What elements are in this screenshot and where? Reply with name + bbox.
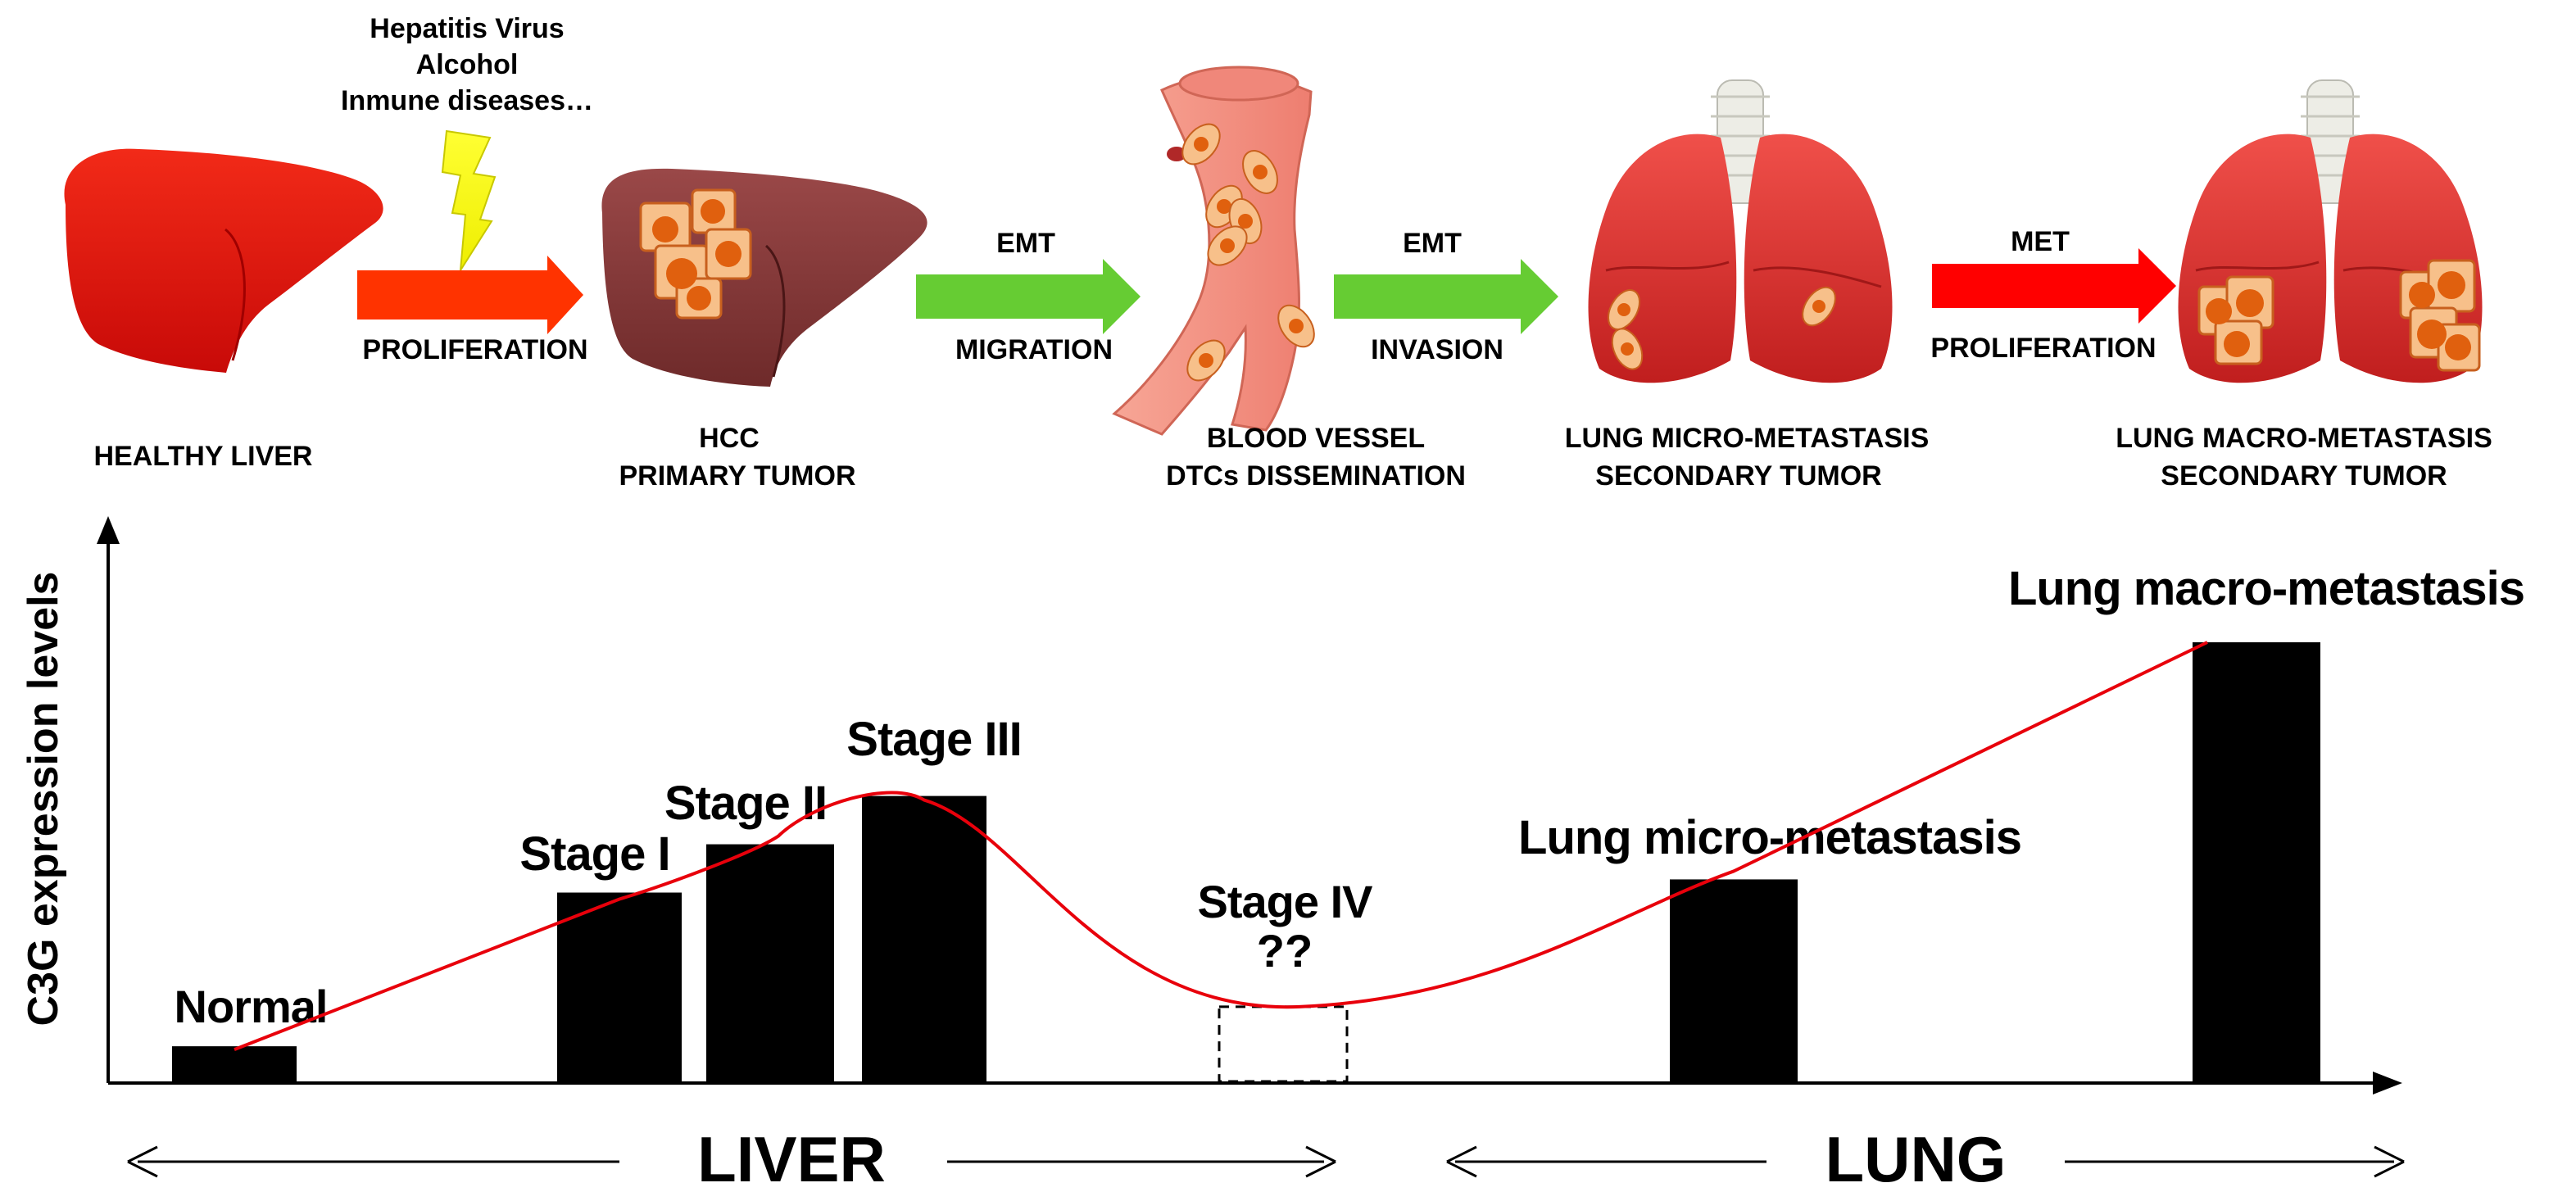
chart-bars <box>172 642 2320 1083</box>
stage-label-macro-2: SECONDARY TUMOR <box>2161 460 2447 492</box>
lightning-bolt-icon <box>441 129 497 271</box>
transition-3-bottom: INVASION <box>1371 334 1503 365</box>
region-liver-label: LIVER <box>697 1123 886 1195</box>
bar-label-4: Stage IV <box>1198 876 1373 927</box>
healthy-liver-icon <box>64 148 383 373</box>
arrow-shape <box>357 256 583 334</box>
stage-label-hcc-1: HCC <box>699 423 760 454</box>
macro-tumor-left <box>2197 275 2274 365</box>
bar-4 <box>1218 1005 1349 1083</box>
bar-label-1: Stage I <box>519 827 669 881</box>
bar-label-3: Stage III <box>846 713 1021 766</box>
blood-vessel-icon <box>1112 66 1315 436</box>
bar-label-0: Normal <box>175 981 328 1032</box>
bar-label-6: Lung macro-metastasis <box>2008 562 2524 615</box>
bar-label-5: Lung micro-metastasis <box>1518 811 2021 864</box>
met-arrow <box>1932 248 2176 324</box>
invasion-arrow <box>1334 259 1558 334</box>
risk-factor-3: Inmune diseases… <box>341 85 593 116</box>
risk-factor-2: Alcohol <box>416 49 519 80</box>
lungs-macro-metastasis-icon <box>2178 79 2483 383</box>
stage-label-vessel-2: DTCs DISSEMINATION <box>1166 460 1466 492</box>
stage-label-micro-2: SECONDARY TUMOR <box>1595 460 1881 492</box>
liver-region-arrow <box>127 1145 1336 1178</box>
bar-label-2: Stage II <box>664 777 827 830</box>
lungs-micro-metastasis-icon <box>1588 79 1893 383</box>
proliferation-arrow-1 <box>357 256 583 334</box>
risk-factor-1: Hepatitis Virus <box>370 13 564 44</box>
bar-label-4-suffix: ?? <box>1257 925 1313 977</box>
chart-axes <box>97 516 2402 1094</box>
dtc-cells <box>1181 123 1315 382</box>
trend-line <box>234 641 2208 1051</box>
transition-4-top: MET <box>2011 226 2070 257</box>
bar-1 <box>557 892 682 1081</box>
stage-label-vessel-1: BLOOD VESSEL <box>1207 423 1425 454</box>
migration-arrow <box>916 259 1141 334</box>
stage-label-macro-1: LUNG MACRO-METASTASIS <box>2116 423 2492 454</box>
macro-tumor-right <box>2399 259 2481 372</box>
bar-0 <box>172 1046 297 1081</box>
hcc-liver-icon <box>601 168 927 387</box>
transition-1-bottom: PROLIFERATION <box>362 334 587 365</box>
stage-label-healthy: HEALTHY LIVER <box>94 441 313 472</box>
bar-6 <box>2193 642 2320 1081</box>
transition-2-bottom: MIGRATION <box>955 334 1113 365</box>
tumor-cluster-icon <box>639 188 752 320</box>
bar-5 <box>1670 879 1798 1081</box>
region-lung-label: LUNG <box>1825 1123 2007 1195</box>
lung-region-arrow <box>1446 1145 2405 1178</box>
y-axis-label: C3G expression levels <box>20 572 67 1027</box>
bar-3 <box>862 795 986 1081</box>
transition-4-bottom: PROLIFERATION <box>1930 333 2156 364</box>
transition-3-top: EMT <box>1403 228 1462 259</box>
stage-label-micro-1: LUNG MICRO-METASTASIS <box>1565 423 1930 454</box>
stage-label-hcc-2: PRIMARY TUMOR <box>619 460 856 492</box>
bar-2 <box>706 844 834 1081</box>
transition-2-top: EMT <box>996 228 1055 259</box>
